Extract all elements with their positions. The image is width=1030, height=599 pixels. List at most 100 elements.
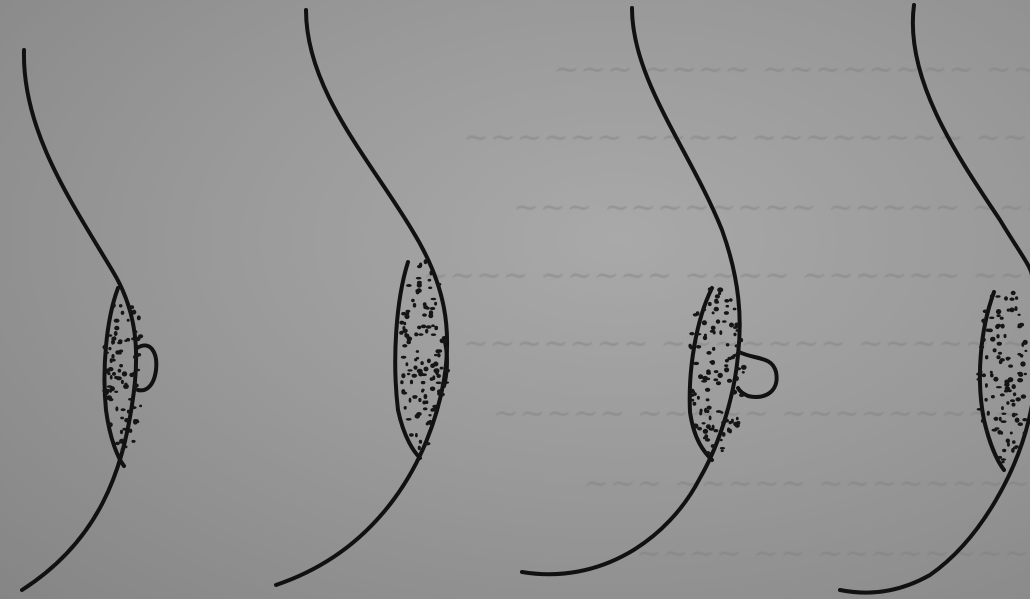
stipple-dot [440, 367, 444, 370]
stipple-dot [690, 399, 694, 402]
stipple-dot [702, 376, 708, 381]
areola-stipple [399, 259, 450, 450]
stipple-dot [999, 360, 1003, 364]
stipple-dot [977, 408, 983, 411]
stipple-dot [124, 383, 127, 385]
stipple-dot [1001, 461, 1004, 464]
stipple-dot [710, 360, 715, 365]
stipple-dot [134, 330, 137, 333]
stipple-dot [705, 451, 711, 454]
stipple-dot [997, 430, 1001, 435]
stipple-dot [742, 371, 745, 374]
stipple-dot [120, 430, 123, 434]
stipple-dot [402, 392, 408, 395]
stipple-dot [110, 375, 113, 380]
stipple-dot [122, 428, 127, 431]
stipple-dot [425, 400, 428, 404]
stipple-dot [735, 367, 741, 370]
stipple-dot [1016, 397, 1021, 401]
stipple-dot [108, 347, 111, 350]
stipple-dot [992, 429, 998, 432]
stipple-dot [139, 405, 142, 408]
stipple-dot [434, 302, 437, 306]
stipple-dot [1012, 403, 1016, 407]
stipple-dot [710, 330, 716, 333]
stipple-dot [404, 333, 407, 338]
stipple-dot [712, 311, 715, 314]
stipple-dot [416, 357, 419, 360]
stipple-dot [727, 379, 732, 383]
stipple-dot [995, 295, 1000, 297]
stipple-dot [985, 384, 988, 388]
stipple-dot [119, 364, 123, 367]
stipple-dot [1017, 372, 1023, 375]
stipple-dot [705, 388, 710, 392]
stipple-dot [402, 326, 405, 330]
stipple-dot [137, 353, 141, 356]
stipple-dot [428, 414, 431, 416]
stipple-dot [1006, 401, 1009, 405]
stipple-dot [1009, 298, 1014, 301]
stipple-dot [1001, 324, 1005, 329]
stipple-dot [108, 367, 114, 371]
stipple-dot [697, 396, 700, 400]
stipple-dot [1010, 399, 1015, 402]
stipple-dot [703, 437, 706, 440]
stipple-dot [115, 442, 120, 446]
stipple-dot [401, 356, 407, 359]
stipple-dot [1014, 445, 1018, 448]
stipple-dot [425, 329, 428, 334]
stipple-dot [1009, 308, 1014, 313]
stipple-dot [1020, 361, 1025, 366]
stipple-dot [720, 439, 723, 442]
stipple-dot [430, 408, 434, 412]
stipple-dot [434, 354, 438, 356]
stipple-dot [418, 398, 421, 402]
stipple-dot [410, 380, 413, 385]
stipple-dot [693, 313, 698, 316]
stipple-dot [121, 408, 126, 411]
stipple-dot [689, 332, 694, 335]
stipple-dot [721, 450, 724, 453]
stipple-dot [402, 344, 407, 347]
stipple-dot [706, 398, 710, 401]
stipple-dot [1002, 413, 1007, 415]
stipple-dot [444, 368, 450, 372]
stipple-dot [996, 334, 999, 338]
stipple-dot [421, 381, 426, 384]
stipple-dot [711, 444, 715, 448]
stipple-dot [444, 346, 448, 351]
stipple-dot [729, 323, 734, 328]
stipple-dot [732, 390, 738, 395]
stipple-dot [722, 432, 726, 437]
stipple-dot [1017, 378, 1023, 382]
stipple-dot [727, 406, 730, 408]
stipple-dot [406, 312, 409, 315]
stipple-dot [424, 259, 428, 264]
stipple-dot [131, 440, 135, 443]
stipple-dot [430, 387, 435, 392]
breast-outline [913, 5, 1030, 275]
stipple-dot [114, 326, 119, 331]
stipple-dot [981, 419, 984, 423]
stipple-dot [709, 416, 712, 421]
stipple-dot [1023, 432, 1027, 435]
stipple-dot [990, 337, 995, 342]
stipple-dot [420, 361, 423, 365]
stipple-dot [432, 405, 438, 408]
stipple-dot [724, 299, 729, 303]
stipple-dot [426, 325, 432, 328]
panel-2 [276, 10, 450, 585]
stipple-dot [406, 340, 411, 344]
stipple-dot [1001, 458, 1006, 461]
stipple-dot [434, 326, 438, 330]
stipple-dot [430, 271, 433, 276]
stipple-dot [708, 287, 712, 291]
stipple-dot [104, 351, 109, 354]
stipple-dot [998, 352, 1002, 355]
stipple-dot [124, 418, 129, 422]
stipple-dot [425, 442, 431, 445]
stipple-dot [133, 419, 138, 424]
stipple-dot [735, 376, 739, 381]
